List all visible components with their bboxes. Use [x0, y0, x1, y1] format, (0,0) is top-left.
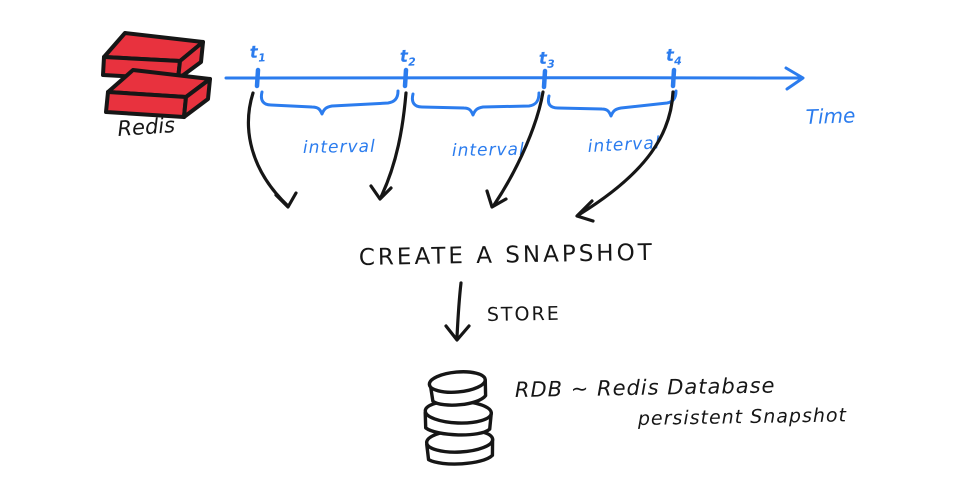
interval-brace-1: [259, 89, 400, 116]
curved-arrow-t2-head-icon: [369, 184, 393, 201]
rdb-definition-line1: RDB ~ Redis Database: [515, 373, 776, 402]
database-icon: [423, 370, 495, 466]
curved-arrow-t4-head-icon: [575, 199, 595, 223]
create-snapshot-label: CREATE A SNAPSHOT: [359, 240, 655, 271]
time-axis-label: Time: [805, 103, 855, 129]
interval-label-2: interval: [452, 140, 525, 161]
database-disk-top: [427, 370, 488, 407]
tick-mark-t3: [541, 68, 548, 90]
tick-label-t1: t1: [249, 42, 266, 65]
timeline-texts: t1 t2 t3 t4 interval interval interval T…: [249, 42, 855, 161]
store-arrow-head-icon: [444, 324, 471, 342]
curved-arrow-t4: [578, 90, 675, 216]
redis-box-bottom: [104, 68, 212, 119]
interval-brace-2: [410, 91, 541, 117]
curved-arrow-t1: [246, 91, 290, 208]
interval-label-1: interval: [303, 137, 376, 158]
interval-brace-3: [546, 89, 678, 118]
curved-arrow-t3: [492, 90, 545, 207]
interval-braces: [259, 89, 678, 118]
timeline-arrowhead-icon: [784, 66, 805, 91]
timeline: [224, 66, 805, 118]
tick-mark-t4: [670, 67, 677, 89]
tick-label-t3: t3: [538, 48, 555, 71]
snapshot-arrows: [246, 90, 675, 223]
tick-mark-t2: [402, 67, 409, 89]
store-arrow: [444, 281, 471, 342]
interval-label-3: interval: [587, 133, 661, 157]
store-label: STORE: [487, 303, 561, 326]
curved-arrow-t2: [379, 91, 408, 199]
tick-label-t2: t2: [399, 46, 416, 69]
rdb-definition-line2: persistent Snapshot: [637, 404, 848, 430]
redis-logo-icon: [101, 31, 212, 119]
database-disk-middle: [423, 399, 493, 437]
store-arrow-line: [455, 281, 463, 339]
curved-arrow-t1-head-icon: [274, 191, 298, 209]
redis-label: Redis: [117, 113, 176, 141]
curved-arrow-t3-head-icon: [485, 189, 508, 209]
tick-mark-t1: [254, 67, 261, 89]
tick-label-t4: t4: [665, 45, 682, 68]
